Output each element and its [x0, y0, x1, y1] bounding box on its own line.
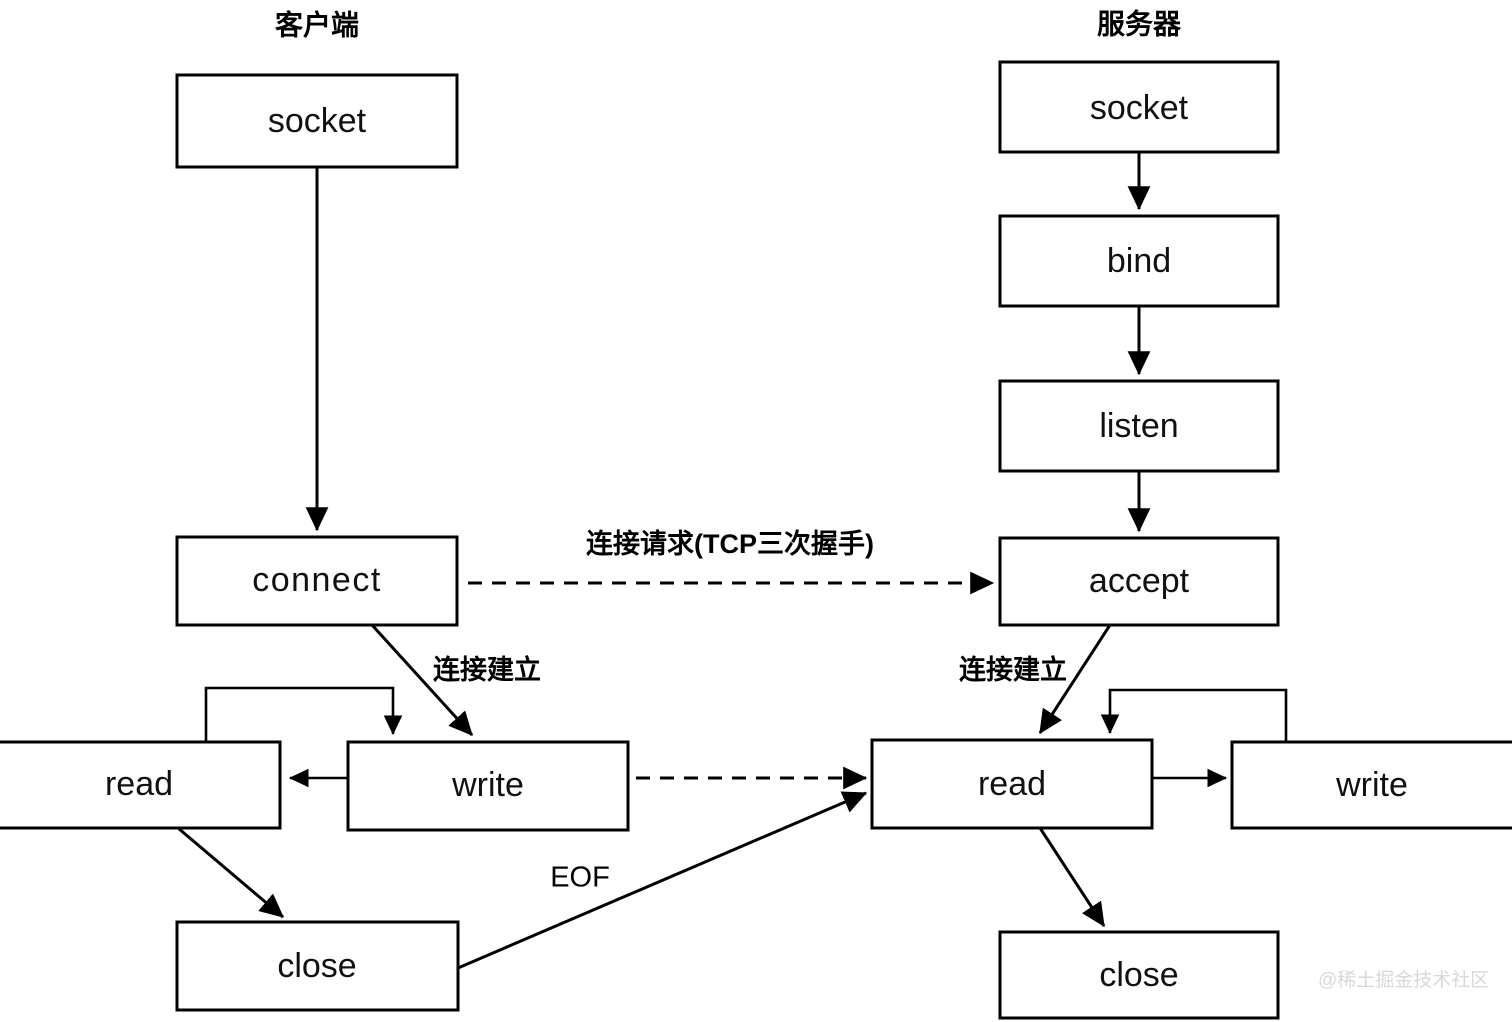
node-server-write[interactable]: write: [1230, 740, 1512, 830]
client-write-box: [346, 740, 630, 832]
edge-client-connect-to-write: [370, 623, 474, 737]
server-bind-label: bind: [1107, 242, 1171, 280]
server-listen-box: [998, 379, 1280, 473]
node-server-accept[interactable]: accept: [998, 536, 1280, 627]
server-write-box: [1230, 740, 1512, 830]
site-watermark: @稀土掘金技术社区: [1318, 969, 1489, 991]
node-server-bind[interactable]: bind: [998, 214, 1280, 308]
edge-client-close-to-server-read-eof: [457, 791, 868, 970]
client-socket-box: [175, 73, 459, 169]
client-column-title: 客户端: [275, 8, 359, 40]
server-column-title: 服务器: [1097, 8, 1182, 39]
node-server-listen[interactable]: listen: [998, 379, 1280, 473]
edge-label-connection-established-client: 连接建立: [433, 654, 541, 685]
edge-client-read-to-close: [177, 826, 284, 919]
node-client-connect[interactable]: connect: [175, 535, 459, 627]
client-read-box: [0, 740, 282, 830]
edge-label-eof: EOF: [550, 862, 610, 894]
server-read-box: [870, 738, 1154, 830]
node-server-close[interactable]: close: [998, 930, 1280, 1020]
node-server-read[interactable]: read: [870, 738, 1154, 830]
node-client-read[interactable]: read: [0, 740, 282, 830]
client-write-label: write: [451, 766, 524, 804]
client-close-label: close: [277, 947, 356, 985]
server-socket-box: [998, 60, 1280, 154]
client-connect-box: [175, 535, 459, 627]
server-write-label: write: [1335, 766, 1408, 804]
server-bind-box: [998, 214, 1280, 308]
edge-label-connect-request: 连接请求(TCP三次握手): [586, 528, 874, 559]
server-accept-label: accept: [1089, 562, 1190, 600]
node-client-close[interactable]: close: [175, 920, 460, 1012]
server-read-label: read: [978, 765, 1046, 803]
client-close-box: [175, 920, 460, 1012]
node-client-socket[interactable]: socket: [175, 73, 459, 169]
edge-server-read-to-close: [1038, 827, 1106, 928]
edge-label-connection-established-server: 连接建立: [959, 654, 1067, 685]
server-listen-label: listen: [1099, 407, 1178, 445]
client-connect-label: connect: [252, 561, 382, 599]
edge-server-write-loop-to-read: [1100, 688, 1288, 742]
server-socket-label: socket: [1090, 89, 1189, 127]
server-accept-box: [998, 536, 1280, 627]
server-close-box: [998, 930, 1280, 1020]
edge-server-accept-to-read: [1038, 624, 1112, 735]
server-close-label: close: [1099, 956, 1178, 994]
edge-client-read-loop-to-write: [204, 686, 403, 742]
node-server-socket[interactable]: socket: [998, 60, 1280, 154]
client-socket-label: socket: [268, 102, 367, 140]
node-client-write[interactable]: write: [346, 740, 630, 832]
client-read-label: read: [105, 765, 173, 803]
